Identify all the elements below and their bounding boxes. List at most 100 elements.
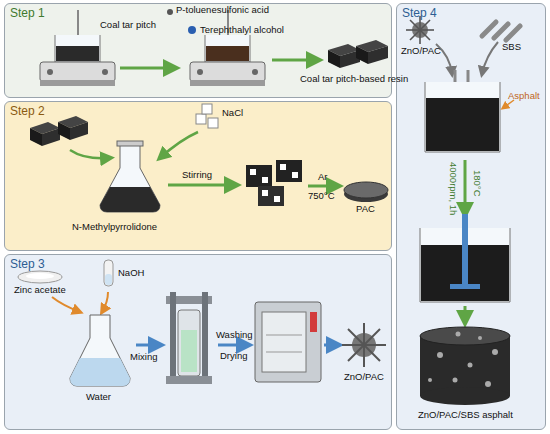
- carbon-disc-part: [344, 186, 388, 202]
- nanoflower-part: [420, 29, 434, 31]
- flow-arrow: [160, 132, 198, 158]
- resin-blocks: [30, 116, 88, 146]
- hotplate-stirrer-part: [77, 10, 79, 52]
- asphalt-sample: [420, 327, 510, 405]
- flow-arrow: [120, 67, 175, 70]
- nanoflower-part: [364, 329, 380, 345]
- nanoflower-part: [410, 20, 420, 30]
- annotation-label: NaCl: [222, 108, 243, 118]
- annotation-label: Coal tar pitch: [100, 20, 156, 30]
- nanoflower-part: [410, 30, 420, 40]
- hotplate-stirrer-part: [102, 69, 108, 75]
- nanoflower-part: [363, 323, 365, 345]
- hotplate-stirrer-part: [252, 69, 258, 75]
- asphalt-sample-part: [437, 352, 443, 358]
- shear-mixer-part: [462, 214, 468, 286]
- annotation-label: ZnO/PAC: [344, 372, 384, 382]
- flow-arrow: [308, 185, 338, 188]
- step-heading: Step 4: [402, 6, 437, 20]
- annotation-label: 4000rpm, 1h: [448, 162, 458, 215]
- resin-blocks-part: [340, 50, 360, 68]
- flow-arrow: [464, 160, 467, 214]
- annotation-label: 750°C: [308, 191, 335, 201]
- erlenmeyer-flask: [100, 141, 160, 212]
- drying-oven-part: [266, 352, 302, 353]
- leader-arrow: [503, 100, 514, 108]
- drying-oven: [255, 302, 321, 382]
- hotplate-stirrer-part: [197, 69, 203, 75]
- nanoflower-part: [348, 345, 364, 361]
- mixing-beaker-part: [426, 98, 499, 151]
- annotation-label: PAC: [356, 204, 375, 214]
- step-heading: Step 3: [10, 257, 45, 271]
- resin-with-salt-part: [262, 177, 268, 183]
- reagent-ball: [188, 26, 196, 34]
- autoclave-part: [166, 376, 212, 384]
- carbon-disc: [344, 182, 388, 202]
- sbs-pellets-part: [506, 26, 520, 40]
- hotplate-stirrer-part: [206, 46, 249, 61]
- mixing-beaker-part: [454, 70, 457, 140]
- resin-blocks: [328, 40, 388, 68]
- step-panel: Step 3: [4, 254, 392, 430]
- carbon-disc-part: [344, 182, 388, 198]
- erlenmeyer-flask-part: [70, 315, 130, 386]
- shear-mixer: [420, 214, 510, 302]
- resin-with-salt-part: [280, 164, 286, 170]
- nanoflower-part: [348, 329, 364, 345]
- hotplate-stirrer-part: [56, 46, 99, 61]
- salt-cubes-part: [196, 114, 206, 124]
- annotation-label: 180°C: [472, 170, 482, 197]
- step-panel: Step 4: [396, 3, 546, 430]
- resin-with-salt-part: [274, 196, 280, 202]
- annotation-label: Drying: [220, 351, 247, 361]
- drying-oven-part: [266, 335, 302, 336]
- annotation-label: Mixing: [130, 352, 157, 362]
- annotation-label: ZnO/PAC/SBS asphalt: [418, 410, 513, 420]
- annotation-label: Terephthalyl alcohol: [200, 25, 284, 35]
- nanoflower: [342, 323, 386, 367]
- shear-mixer-part: [420, 228, 510, 302]
- test-tube-part: [105, 274, 112, 285]
- asphalt-sample-part: [478, 336, 482, 340]
- sbs-pellets-part: [482, 22, 496, 36]
- petri-dish-part: [18, 271, 62, 283]
- resin-blocks-part: [30, 128, 42, 146]
- resin-blocks-part: [42, 128, 60, 146]
- hotplate-stirrer-part: [190, 80, 265, 86]
- asphalt-sample-part: [492, 349, 498, 355]
- autoclave-part: [181, 330, 197, 372]
- drying-oven-part: [310, 312, 317, 332]
- annotation-label: SBS: [502, 42, 521, 52]
- flow-arrow: [70, 150, 110, 158]
- annotation-label: Washing: [216, 330, 253, 340]
- flow-arrow: [52, 297, 80, 312]
- hotplate-stirrer-part: [205, 35, 250, 62]
- drying-oven-part: [262, 312, 306, 372]
- sbs-pellets: [482, 22, 520, 40]
- erlenmeyer-flask-part: [70, 358, 130, 386]
- resin-blocks-part: [58, 116, 88, 128]
- flow-arrow: [168, 184, 236, 187]
- autoclave-part: [202, 292, 208, 384]
- reagent-ball: [167, 9, 173, 15]
- nanoflower-part: [363, 345, 365, 367]
- asphalt-sample-part: [420, 387, 510, 405]
- resin-blocks-part: [30, 122, 60, 134]
- resin-blocks-part: [70, 122, 88, 140]
- autoclave-part: [166, 296, 212, 304]
- nanoflower-part: [364, 344, 386, 346]
- annotation-label: N-Methylpyrrolidone: [72, 222, 157, 232]
- flow-arrow: [464, 306, 467, 322]
- asphalt-sample-part: [468, 363, 473, 368]
- hotplate-stirrer-part: [40, 80, 115, 86]
- asphalt-sample-part: [456, 332, 461, 337]
- resin-blocks-part: [328, 50, 340, 68]
- shear-mixer-part: [421, 245, 509, 301]
- nanoflower-part: [342, 344, 364, 346]
- flow-arrow: [136, 344, 160, 347]
- hotplate-stirrer-part: [190, 62, 265, 82]
- hotplate-stirrer-part: [47, 69, 53, 75]
